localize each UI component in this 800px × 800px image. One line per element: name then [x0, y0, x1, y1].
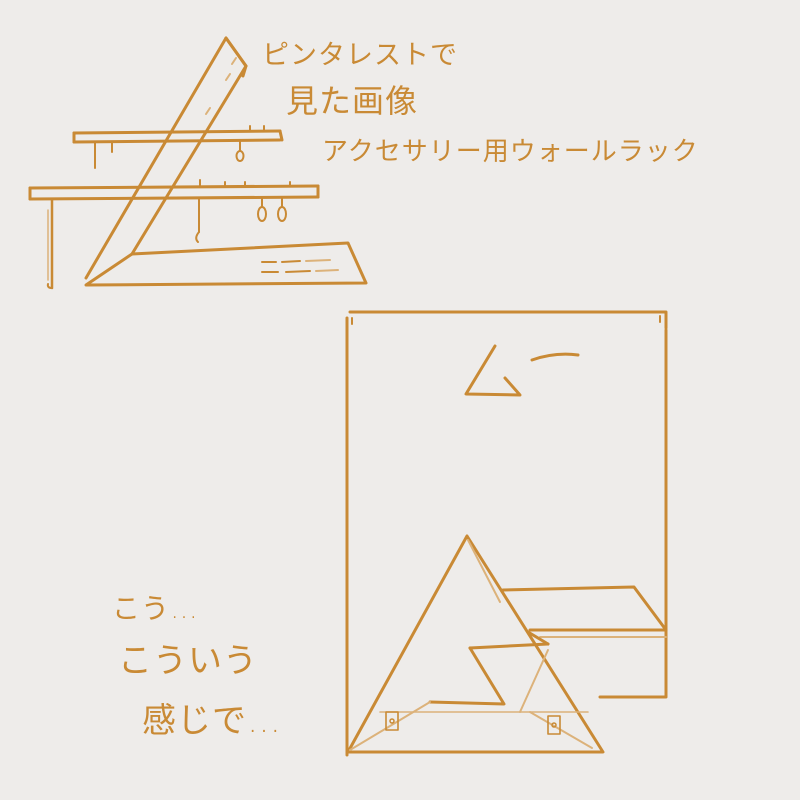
slanted-board [84, 36, 248, 280]
backing-panel [345, 310, 668, 757]
note-source-line-1: ピンタレストで [262, 40, 458, 71]
note-musing-1: こう… [112, 592, 199, 625]
reference-rack-sketch [28, 36, 368, 290]
panel-logo [464, 344, 580, 397]
triangle-stand [346, 534, 605, 754]
note-source-line-2: 見た画像 [286, 82, 418, 120]
note-item-name: アクセサリー用ウォールラック [322, 137, 699, 167]
note-musing-2: こういう [118, 641, 258, 681]
upper-rail [72, 125, 284, 169]
tray-box [501, 585, 668, 699]
base-plate [84, 241, 368, 287]
mockup-sketch [345, 310, 668, 757]
note-musing-3: 感じで… [142, 701, 282, 741]
